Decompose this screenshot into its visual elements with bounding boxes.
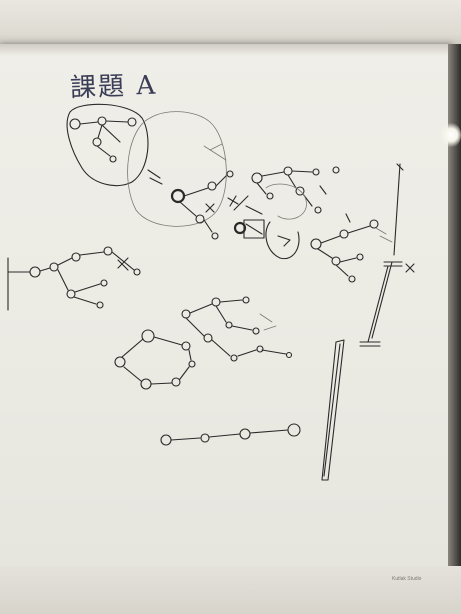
ceiling-light-glare (441, 122, 461, 148)
right-edge-shadow (448, 44, 461, 570)
sketch-right-cluster (310, 163, 415, 347)
sketch-circled-tree (66, 103, 149, 186)
sketch-bottom-chain (160, 423, 301, 446)
sheet-curl-shadow (0, 44, 461, 56)
sketch-middle-tree (181, 296, 293, 362)
sketch-hexagon-cycle (114, 329, 196, 390)
flipchart-back-sheet (0, 0, 461, 48)
sketch-central-cluster (147, 166, 351, 260)
flipchart-bottom-sheet (0, 566, 461, 614)
sketch-left-tree (7, 246, 141, 311)
watermark-caption: Kutlak Studio (392, 576, 422, 582)
sketch-upper-loops (127, 111, 227, 227)
sketch-long-bar (321, 339, 345, 481)
